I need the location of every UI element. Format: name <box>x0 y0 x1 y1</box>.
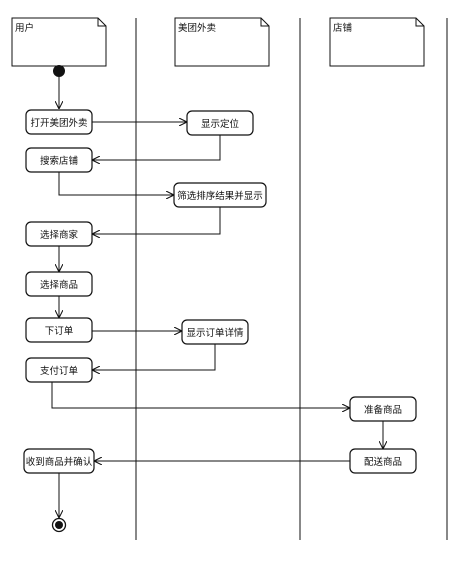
flow-arrow <box>92 207 221 234</box>
flow-arrow <box>58 172 174 195</box>
activity-filter-sort: 筛选排序结果并显示 <box>173 182 267 208</box>
activity-label: 配送商品 <box>364 456 402 468</box>
end-node <box>51 517 67 533</box>
activity-label: 显示订单详情 <box>186 327 244 339</box>
activity-label: 准备商品 <box>364 404 402 416</box>
activity-open-app: 打开美团外卖 <box>25 109 93 135</box>
flow-arrow <box>92 344 216 370</box>
activity-label: 收到商品并确认 <box>26 456 93 468</box>
activity-label: 筛选排序结果并显示 <box>177 190 263 202</box>
lane-label-store: 店铺 <box>333 22 352 34</box>
flow-arrow <box>92 135 221 160</box>
lane-header-user: 用户 <box>11 17 107 67</box>
lane-label-user: 用户 <box>15 22 34 34</box>
activity-label: 打开美团外卖 <box>30 117 87 129</box>
activity-pay-order: 支付订单 <box>25 357 93 383</box>
activity-label: 选择商品 <box>40 279 78 291</box>
activity-receive-confirm: 收到商品并确认 <box>23 448 95 474</box>
activity-label: 显示定位 <box>201 118 240 130</box>
activity-choose-goods: 选择商品 <box>25 271 93 297</box>
lane-header-meituan: 美团外卖 <box>174 17 270 67</box>
lane-header-store: 店铺 <box>329 17 425 67</box>
activity-search-store: 搜索店铺 <box>25 147 93 173</box>
activity-label: 支付订单 <box>40 365 79 377</box>
activity-place-order: 下订单 <box>25 317 93 343</box>
activity-show-order-detail: 显示订单详情 <box>181 319 249 345</box>
activity-label: 下订单 <box>45 325 74 337</box>
activity-label: 选择商家 <box>40 229 79 241</box>
activity-deliver-goods: 配送商品 <box>349 448 417 474</box>
activity-prepare-goods: 准备商品 <box>349 396 417 422</box>
flow-arrow <box>51 382 350 408</box>
activity-show-location: 显示定位 <box>186 110 254 136</box>
activity-label: 搜索店铺 <box>40 155 78 167</box>
lane-label-meituan: 美团外卖 <box>178 22 216 34</box>
start-node <box>53 65 65 77</box>
activity-choose-merchant: 选择商家 <box>25 221 93 247</box>
